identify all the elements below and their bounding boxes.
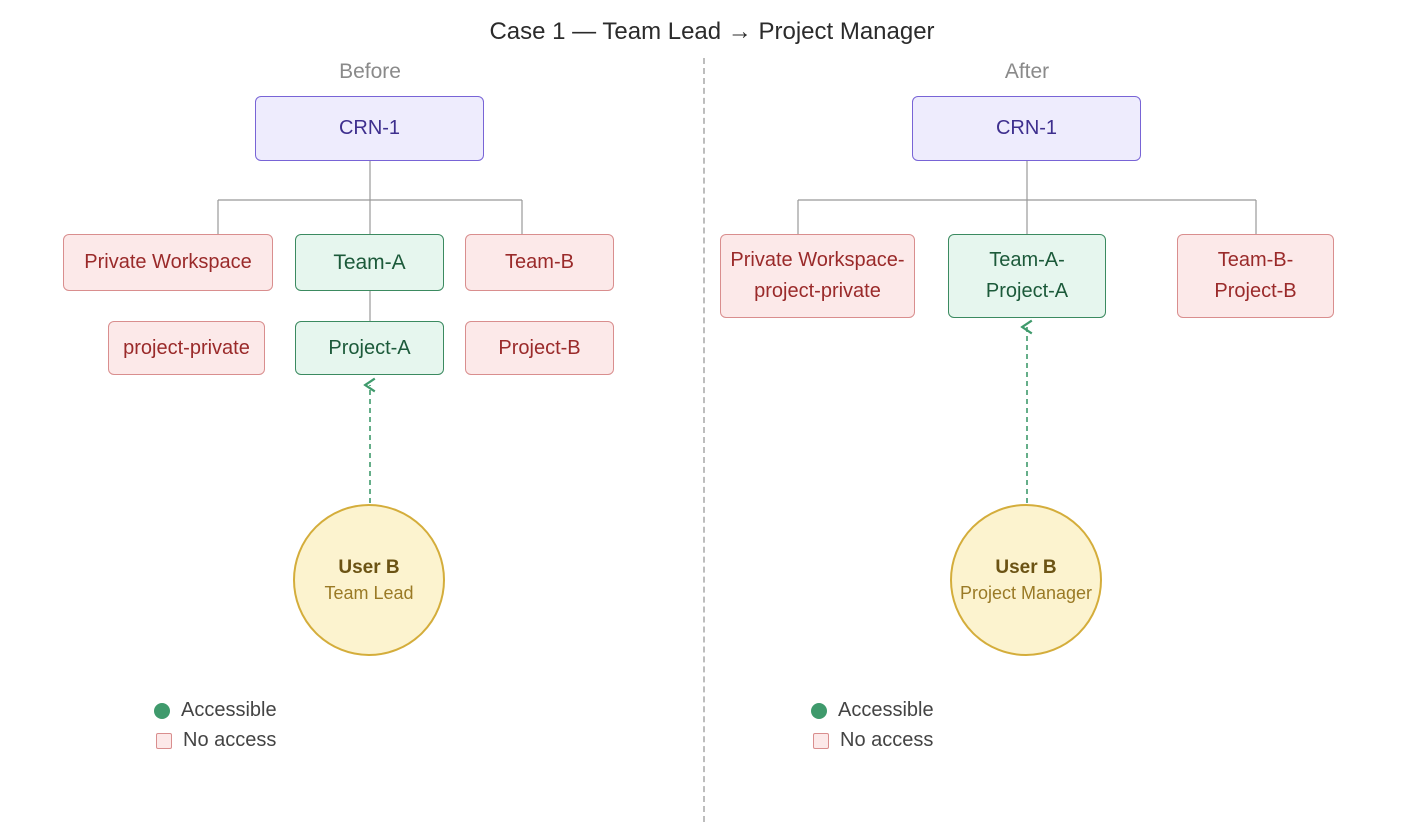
before-panel-label: Before (339, 60, 401, 83)
after-team-a-project-a-node: Team-A- Project-A (948, 234, 1106, 318)
before-branch-connector (217, 199, 523, 234)
before-legend-no-access: No access (156, 729, 276, 752)
before-legend-accessible: Accessible (154, 699, 277, 722)
after-branch-connector (797, 199, 1257, 234)
before-team-a-node: Team-A (295, 234, 444, 291)
no-access-square-icon (813, 732, 829, 749)
after-root-node: CRN-1 (912, 96, 1141, 161)
before-user-role: Team Lead (324, 582, 414, 603)
before-team-b-node: Team-B (465, 234, 614, 291)
panel-divider (703, 58, 705, 822)
accessible-dot-icon (154, 702, 170, 719)
after-private-workspace-node: Private Workspace- project-private (720, 234, 915, 318)
before-root-node: CRN-1 (255, 96, 484, 161)
after-panel-label: After (1004, 60, 1050, 83)
before-project-private-node: project-private (108, 321, 265, 375)
before-user-circle: User B Team Lead (293, 504, 445, 656)
legend-accessible-label: Accessible (181, 699, 277, 721)
after-legend-no-access: No access (813, 729, 933, 752)
before-project-b-node: Project-B (465, 321, 614, 375)
after-user-name: User B (995, 556, 1057, 578)
after-user-circle: User B Project Manager (950, 504, 1102, 656)
diagram-title: Case 1 — Team Lead → Project Manager (489, 18, 935, 45)
no-access-square-icon (156, 732, 172, 749)
after-legend-accessible: Accessible (811, 699, 934, 722)
before-user-name: User B (338, 556, 400, 578)
legend-no-access-label: No access (840, 729, 934, 751)
before-private-workspace-node: Private Workspace (63, 234, 273, 291)
accessible-dot-icon (811, 702, 827, 719)
after-user-role: Project Manager (959, 582, 1093, 603)
legend-no-access-label: No access (183, 729, 277, 751)
legend-accessible-label: Accessible (838, 699, 934, 721)
after-team-b-project-b-node: Team-B- Project-B (1177, 234, 1334, 318)
before-project-a-node: Project-A (295, 321, 444, 375)
